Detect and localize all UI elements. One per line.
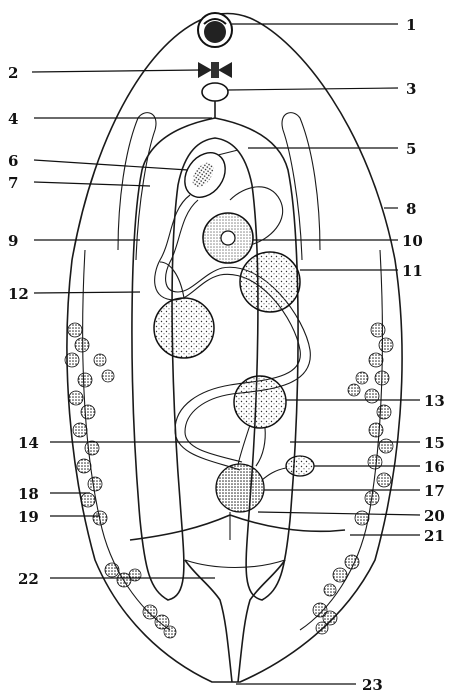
label-5: 5 <box>406 140 416 158</box>
leader-lines <box>32 24 420 684</box>
excretory-loop-left <box>118 113 156 260</box>
testis-left <box>154 298 214 358</box>
label-19: 19 <box>18 508 39 526</box>
label-23: 23 <box>362 676 383 694</box>
vitellaria-right <box>313 323 393 634</box>
label-16: 16 <box>424 458 445 476</box>
label-10: 10 <box>402 232 423 250</box>
vitelline-duct <box>130 515 345 540</box>
label-22: 22 <box>18 570 39 588</box>
label-13: 13 <box>424 392 445 410</box>
ventral-sucker <box>203 213 253 263</box>
mehlis-gland <box>216 464 264 512</box>
label-1: 1 <box>406 16 416 34</box>
label-8: 8 <box>406 200 416 218</box>
label-14: 14 <box>18 434 39 452</box>
testis-posterior <box>234 376 286 428</box>
label-20: 20 <box>424 507 445 525</box>
pharynx <box>198 62 232 78</box>
testis-anterior <box>240 252 300 312</box>
label-15: 15 <box>424 434 445 452</box>
label-21: 21 <box>424 527 445 545</box>
vitellaria-left <box>65 323 176 638</box>
label-7: 7 <box>8 174 18 192</box>
label-6: 6 <box>8 152 18 170</box>
label-12: 12 <box>8 285 29 303</box>
label-4: 4 <box>8 110 18 128</box>
label-9: 9 <box>8 232 18 250</box>
cirrus-sac <box>176 145 238 205</box>
label-2: 2 <box>8 64 18 82</box>
ovary <box>286 456 314 476</box>
label-18: 18 <box>18 485 39 503</box>
label-17: 17 <box>424 482 445 500</box>
label-11: 11 <box>402 262 423 280</box>
oral-sucker <box>198 13 232 47</box>
label-3: 3 <box>406 80 416 98</box>
esophagus-bulb <box>202 83 228 101</box>
excretory-loop-right <box>282 113 320 260</box>
